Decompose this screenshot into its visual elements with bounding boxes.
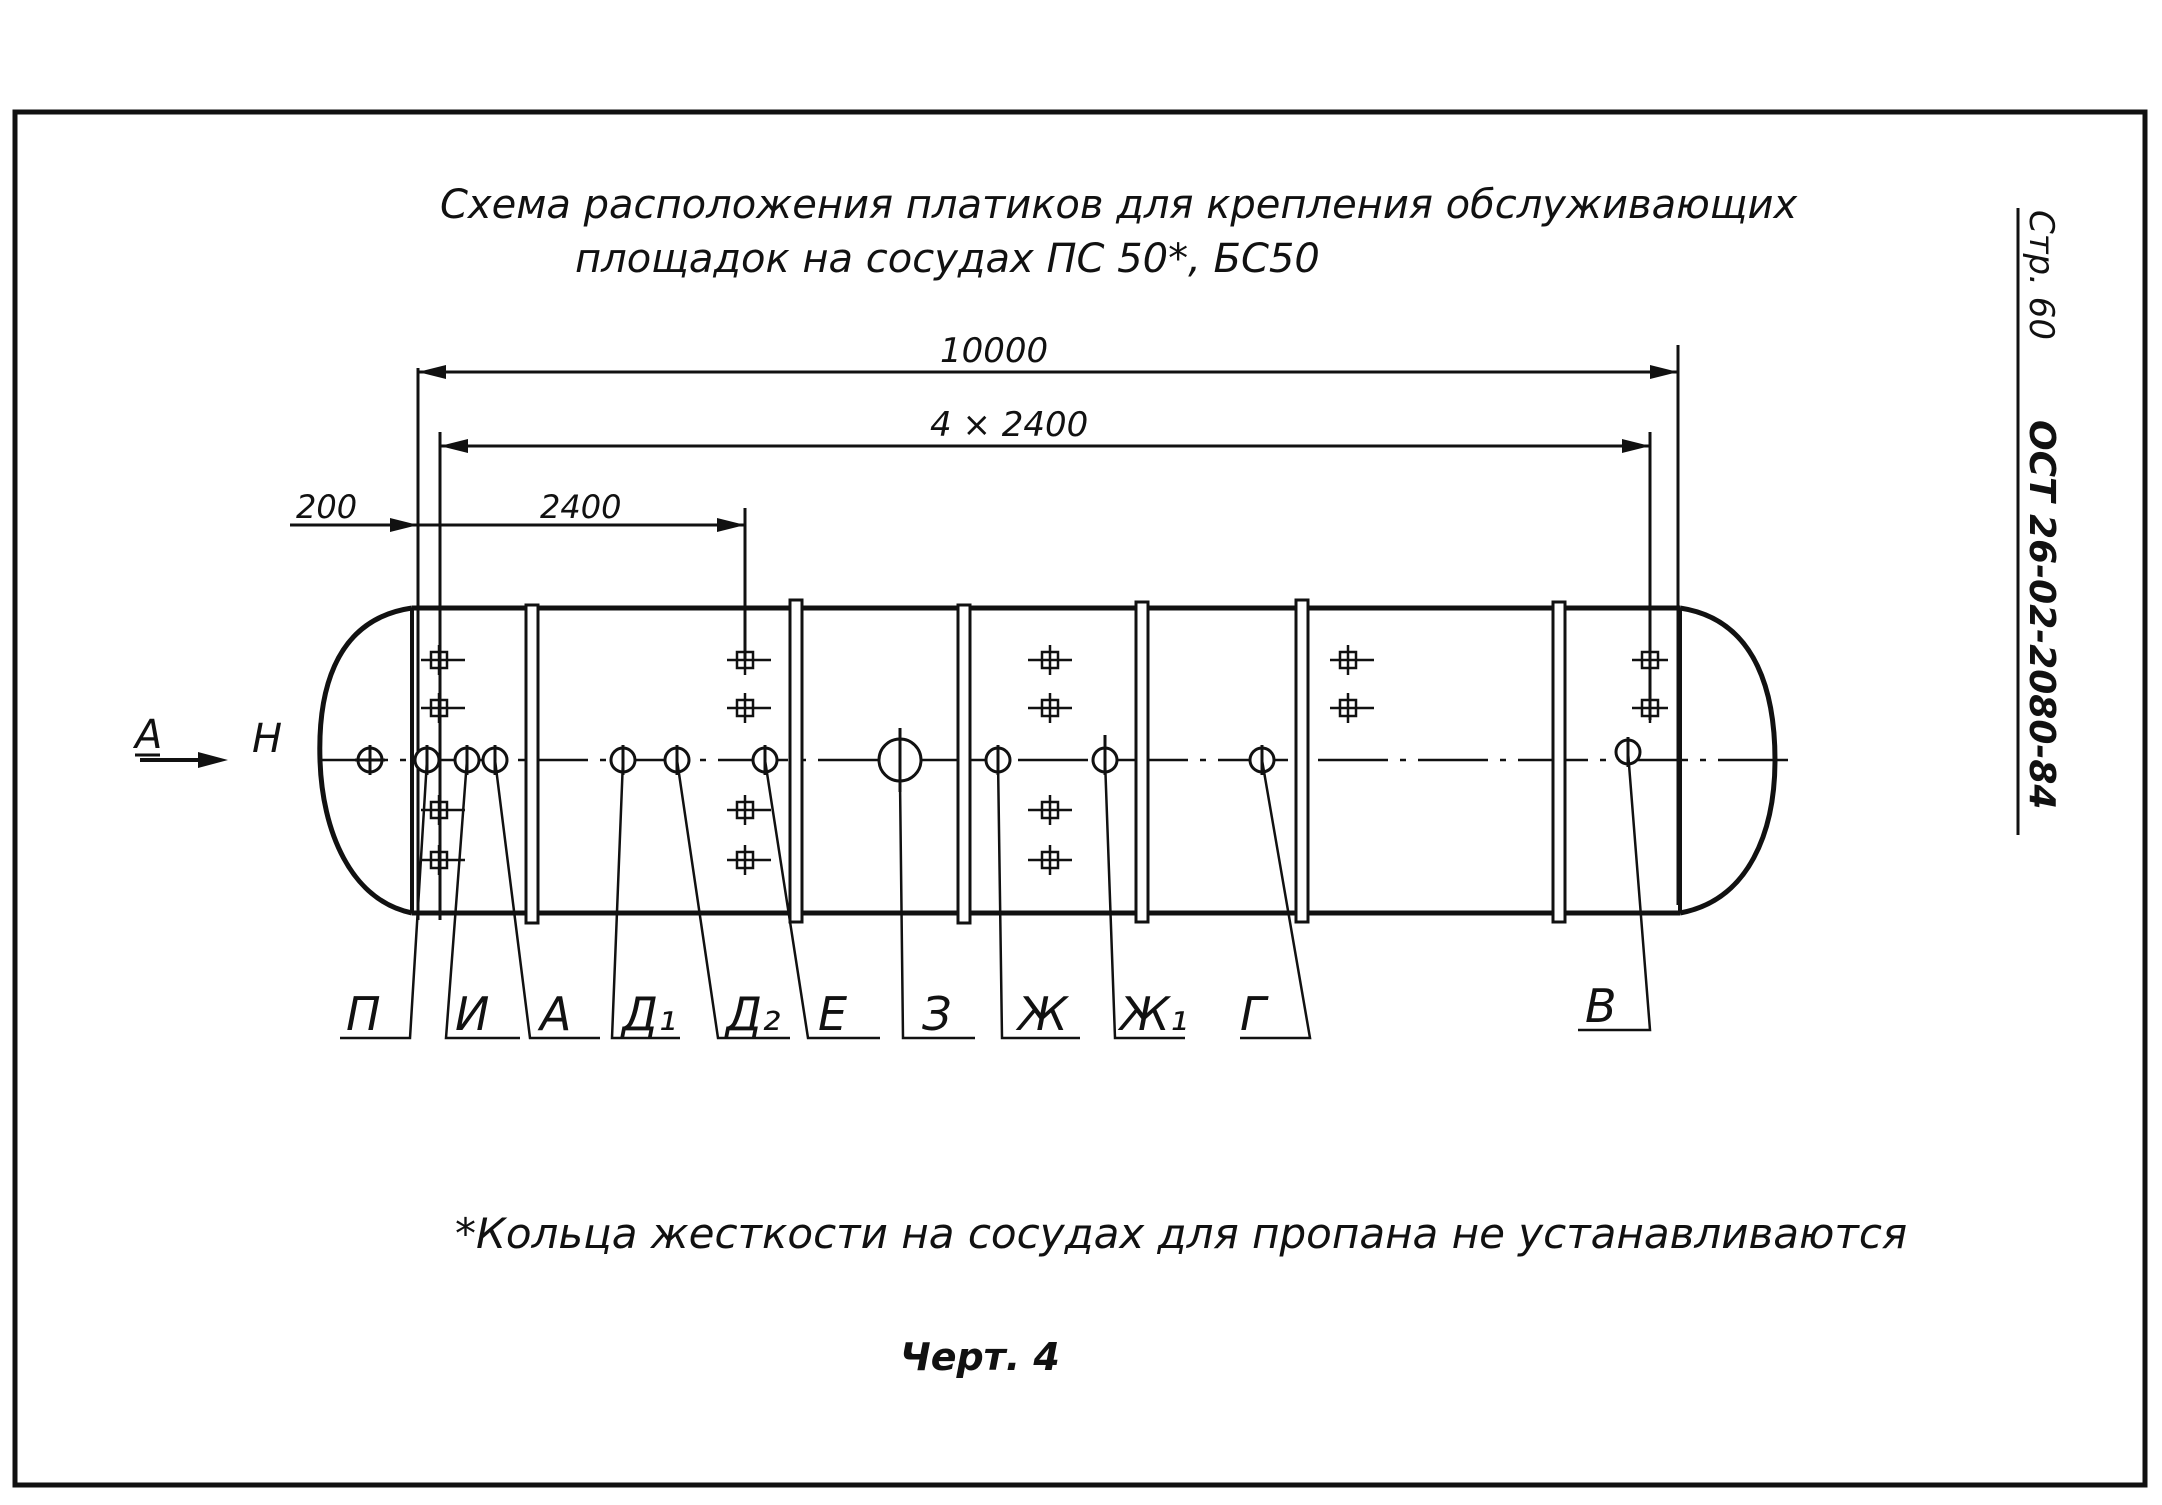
leader-lines [340,751,1652,1040]
dimension-pitch-label: 2400 [540,488,621,526]
stiffening-rings [524,598,1567,925]
figure-caption: Черт. 4 [900,1335,1060,1379]
pad-11 [1028,795,1072,825]
ring-4 [1134,600,1150,924]
nozzle-label: Д₁ [620,987,676,1041]
ring-1 [524,603,540,925]
pad-4 [421,845,465,875]
nozzle-label: З [922,987,952,1041]
ring-3 [956,603,972,925]
view-label: А [132,712,162,758]
nozzle-label: Е [818,987,847,1041]
dimension-overall-label: 10000 [940,331,1048,371]
title-line-1: Схема расположения платиков для креплени… [440,182,1797,228]
pad-13 [1330,645,1374,675]
pad-12 [1028,845,1072,875]
nozzle-label: Ж [1015,987,1070,1041]
pad-3 [421,795,465,825]
dimension-offset-label: 200 [296,488,357,526]
axis-label: Н [252,716,282,762]
pad-9 [1028,645,1072,675]
stamp-standard: ОСТ 26-02-2080-84 [2021,420,2062,809]
pad-16 [1632,693,1668,723]
dimension-offset-and-pitch: 200 2400 [290,488,747,660]
stamp-page: Стр. 60 [2021,210,2061,340]
dimension-pitch-total: 4 × 2400 [438,405,1652,920]
mounting-pads [421,645,1668,875]
pad-6 [727,693,771,723]
nozzle-label: П [346,987,381,1041]
nozzle-label: В [1585,979,1617,1033]
nozzle-z [877,728,923,792]
nozzle-label: Д₂ [724,987,780,1041]
nozzle-label: И [455,987,489,1041]
pad-8 [727,845,771,875]
view-arrow-a: А [132,712,228,768]
nozzle-inlet-h [355,745,385,775]
pad-10 [1028,693,1072,723]
title-line-2: площадок на сосудах ПС 50*, БС50 [575,236,1320,282]
pad-7 [727,795,771,825]
nozzle-labels: П И А Д₁ Д₂ Е З Ж Ж₁ Г В [346,979,1617,1041]
ring-2 [788,598,804,924]
pad-14 [1330,693,1374,723]
footnote: *Кольца жесткости на сосудах для пропана… [455,1209,1907,1258]
ring-6 [1551,600,1567,924]
pad-2 [421,693,465,723]
sheet-border [12,109,2148,1488]
nozzle-label: Г [1240,987,1269,1041]
pad-5 [727,645,771,675]
pad-15 [1632,645,1668,675]
nozzle-label: А [537,987,571,1041]
dimension-pitch-total-label: 4 × 2400 [930,405,1088,445]
nozzle-label: Ж₁ [1117,987,1188,1041]
pad-1 [421,645,465,675]
ring-5 [1294,598,1310,924]
